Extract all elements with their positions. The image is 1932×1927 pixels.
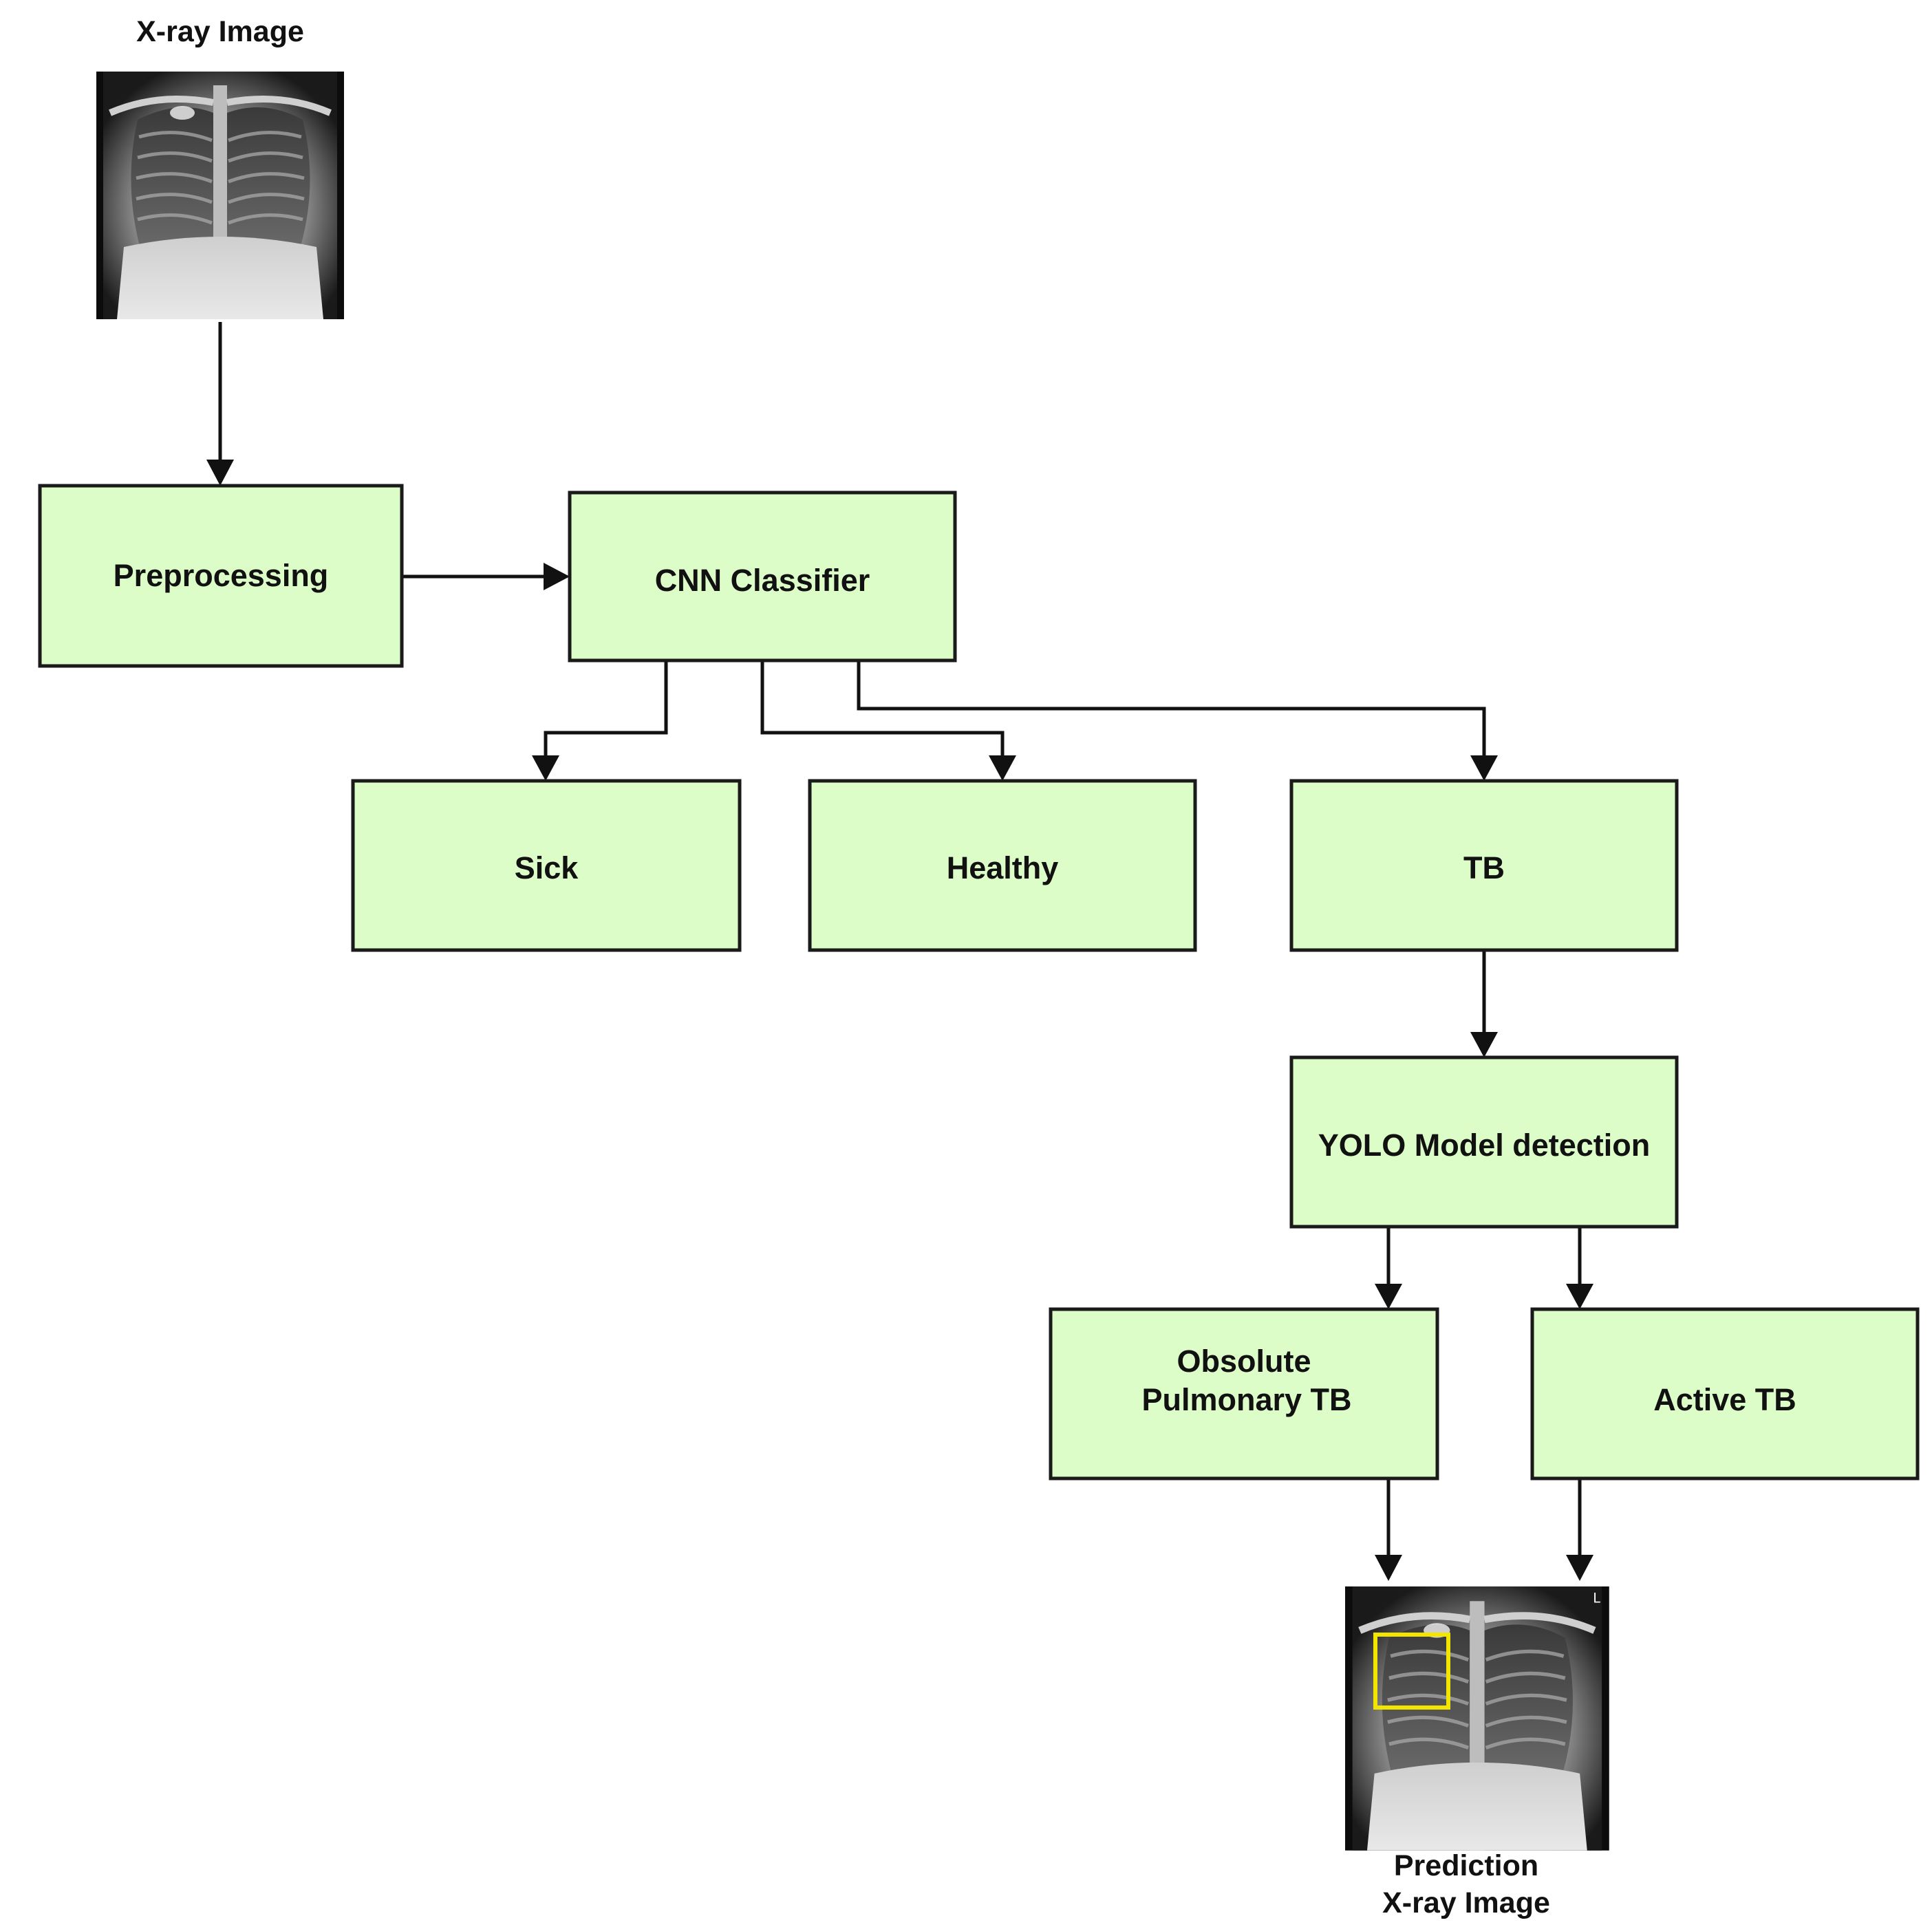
node-obsolute-label-line2: Pulmonary TB: [1141, 1382, 1351, 1417]
arrow-cnn-to-sick: [544, 662, 668, 764]
connectors: [218, 322, 1582, 1562]
node-healthy: Healthy: [808, 779, 1197, 952]
arrowhead-tb: [1470, 755, 1498, 781]
node-active-tb-label: Active TB: [1653, 1382, 1796, 1417]
arrowhead-preprocessing: [206, 460, 234, 486]
node-sick: Sick: [351, 779, 742, 952]
detection-box: [1373, 1633, 1450, 1710]
arrowhead-obsolute: [1375, 1284, 1402, 1309]
node-yolo-label: YOLO Model detection: [1318, 1128, 1651, 1163]
node-cnn-classifier-label: CNN Classifier: [655, 563, 870, 598]
node-sick-label: Sick: [515, 850, 579, 885]
corner-marker: L: [1593, 1590, 1600, 1606]
node-obsolute-pulmonary-tb: Obsolute Pulmonary TB: [1049, 1307, 1439, 1481]
arrowhead-cnn: [544, 563, 570, 590]
arrow-cnn-to-tb: [857, 662, 1486, 764]
arrowhead-prediction-left: [1375, 1555, 1402, 1581]
arrowhead-prediction-right: [1566, 1555, 1593, 1581]
arrowheads: [206, 460, 1593, 1581]
node-cnn-classifier: CNN Classifier: [568, 491, 957, 663]
input-xray-image: [96, 72, 344, 319]
prediction-xray: L Prediction X-ray Image: [1345, 1586, 1609, 1919]
prediction-caption-line1: Prediction: [1394, 1849, 1538, 1882]
node-yolo-detection: YOLO Model detection: [1289, 1055, 1679, 1229]
node-tb-label: TB: [1463, 850, 1505, 885]
input-image-caption: X-ray Image: [136, 15, 304, 48]
node-preprocessing-label: Preprocessing: [114, 558, 329, 593]
arrow-cnn-to-healthy: [760, 662, 1005, 764]
arrowhead-active: [1566, 1284, 1593, 1309]
arrowhead-sick: [532, 755, 559, 781]
arrowhead-healthy: [989, 755, 1016, 781]
node-tb: TB: [1289, 779, 1679, 952]
node-active-tb: Active TB: [1530, 1307, 1920, 1481]
node-obsolute-label-line1: Obsolute: [1177, 1344, 1311, 1379]
node-preprocessing: Preprocessing: [38, 484, 404, 668]
prediction-caption-line2: X-ray Image: [1382, 1886, 1550, 1919]
arrowhead-yolo: [1470, 1032, 1498, 1057]
prediction-xray-image: L: [1345, 1586, 1609, 1851]
input-xray: X-ray Image: [96, 15, 344, 319]
node-healthy-label: Healthy: [947, 850, 1059, 885]
